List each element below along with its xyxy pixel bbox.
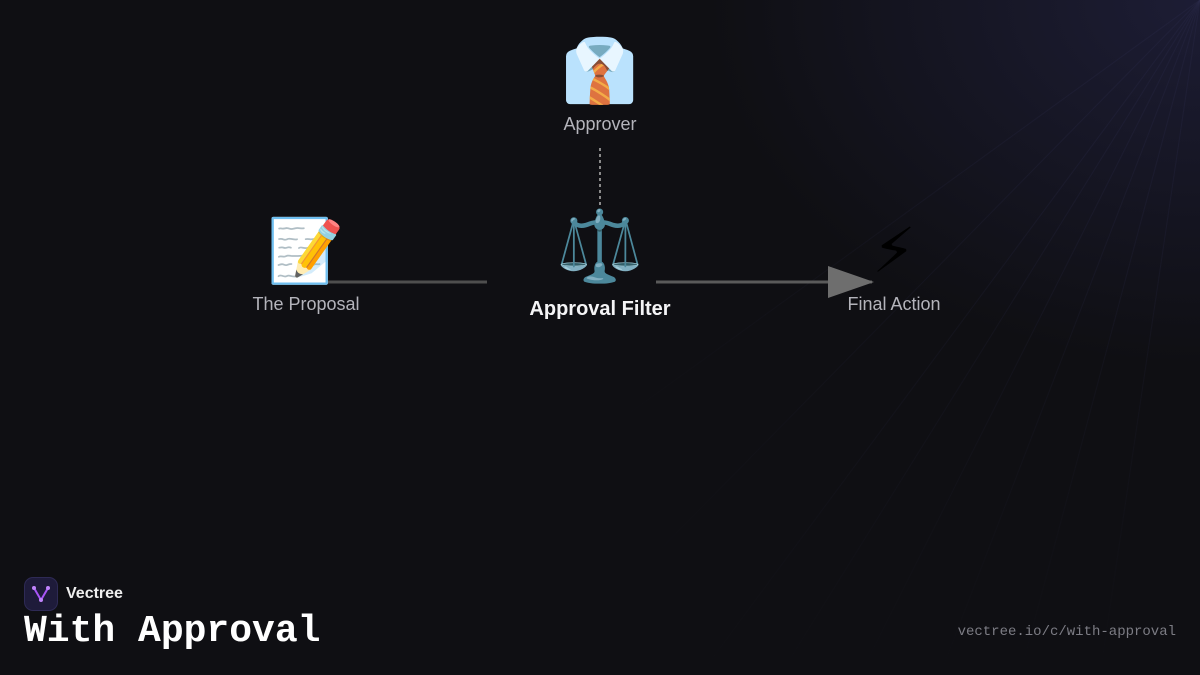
necktie-shirt-icon: 👔	[561, 34, 639, 107]
brand[interactable]: Vectree	[24, 577, 123, 611]
memo-icon: 📝	[267, 214, 345, 287]
node-approver-label: Approver	[563, 114, 637, 134]
brand-name: Vectree	[66, 585, 123, 602]
node-approval-filter-label: Approval Filter	[529, 298, 671, 320]
node-approver[interactable]: 👔 Approver	[561, 36, 638, 135]
node-final-action[interactable]: ⚡ Final Action	[847, 216, 940, 315]
balance-scale-icon: ⚖️	[556, 205, 644, 287]
node-final-action-label: Final Action	[847, 294, 941, 314]
page-url[interactable]: vectree.io/c/with-approval	[957, 624, 1176, 640]
node-proposal[interactable]: 📝 The Proposal	[252, 216, 359, 315]
node-proposal-label: The Proposal	[252, 294, 360, 314]
lightning-icon: ⚡	[872, 214, 916, 287]
vectree-logo-icon	[24, 577, 58, 611]
node-approval-filter[interactable]: ⚖️ Approval Filter	[529, 206, 670, 321]
page-title: With Approval	[24, 610, 321, 653]
